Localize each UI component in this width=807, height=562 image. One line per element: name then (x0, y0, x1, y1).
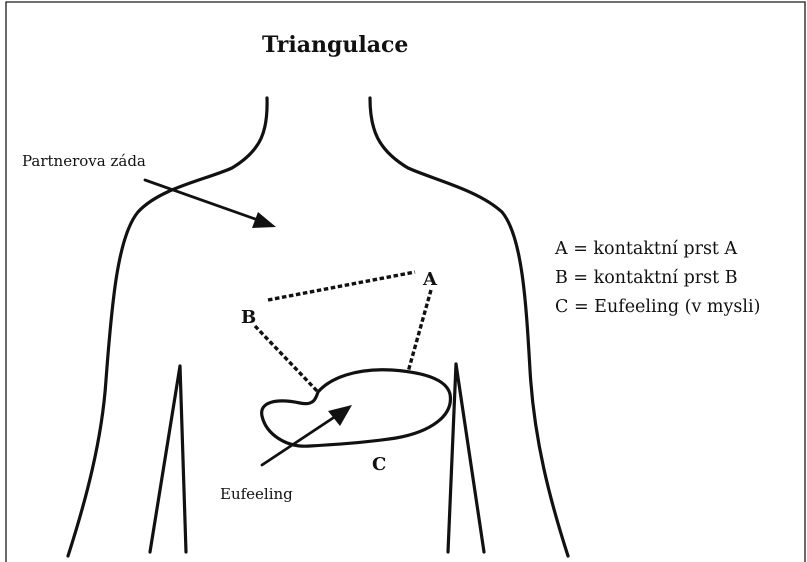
back-arrow-head (252, 212, 276, 228)
torso-right-outline (370, 98, 568, 556)
point-a-label: A (422, 269, 438, 290)
back-arrow-shaft (145, 180, 258, 220)
eufeeling-region-c (262, 370, 451, 446)
legend-item-b: B = kontaktní prst B (555, 268, 738, 288)
diagram-title: Triangulace (262, 32, 408, 58)
eufeeling-label: Eufeeling (220, 485, 293, 503)
right-arm-line (448, 364, 484, 552)
eufeeling-arrow-head (328, 405, 352, 426)
dashed-line-b-a (268, 272, 415, 300)
legend-item-c: C = Eufeeling (v mysli) (555, 297, 760, 317)
dashed-line-b-c (255, 326, 318, 392)
dashed-line-a-c (408, 290, 431, 372)
back-label: Partnerova záda (22, 152, 146, 170)
point-c-label: C (372, 454, 386, 475)
point-b-label: B (241, 307, 256, 328)
legend-item-a: A = kontaktní prst A (554, 239, 738, 259)
left-arm-line (150, 366, 186, 552)
eufeeling-arrow-shaft (262, 416, 336, 465)
